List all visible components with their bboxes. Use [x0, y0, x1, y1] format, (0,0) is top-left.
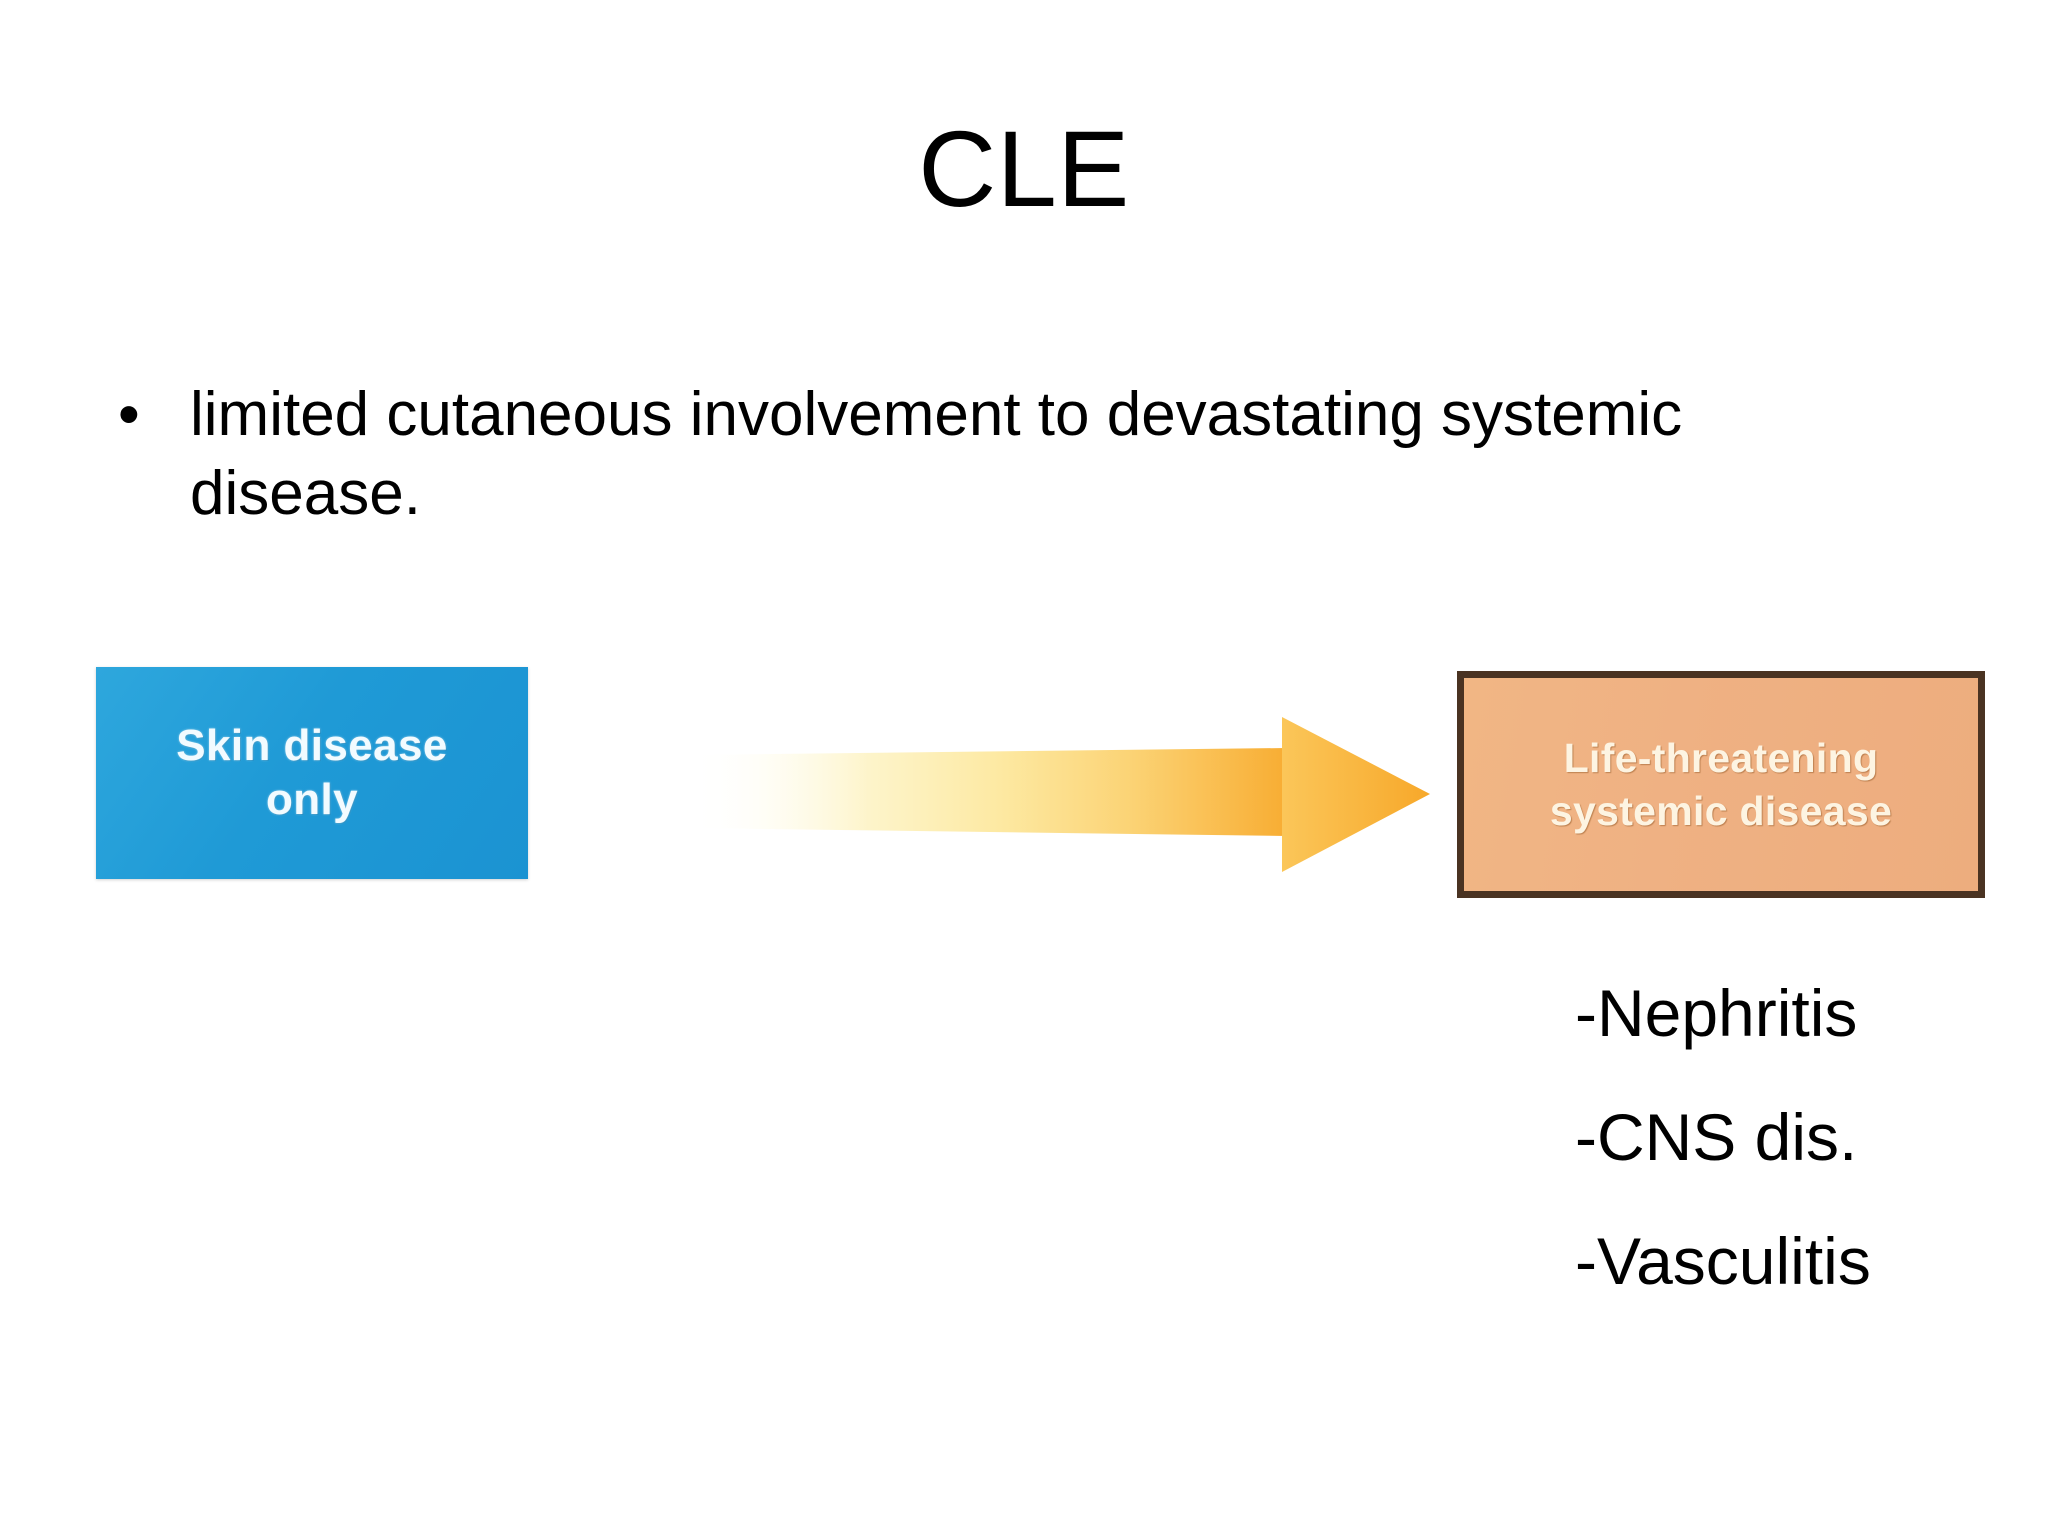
right-arrow-icon [690, 717, 1430, 872]
bullet-list: • limited cutaneous involvement to devas… [118, 375, 1818, 534]
consequence-item-nephritis: -Nephritis [1575, 976, 1858, 1050]
consequence-item-cns-dis: -CNS dis. [1575, 1100, 1858, 1174]
bullet-dot-icon: • [118, 380, 140, 449]
progression-arrow [690, 700, 1430, 885]
consequence-item-vasculitis: -Vasculitis [1575, 1224, 1871, 1298]
skin-disease-box-line-2: only [265, 775, 359, 824]
life-threatening-box-line-1: Life-threatening [1563, 735, 1879, 782]
consequence-list: -Nephritis -CNS dis. -Vasculitis [1575, 980, 2025, 1294]
list-item: • limited cutaneous involvement to devas… [118, 375, 1818, 534]
skin-disease-box-line-1: Skin disease [176, 721, 448, 771]
bullet-item-text: limited cutaneous involvement to devasta… [190, 380, 1683, 529]
page-title: CLE [918, 108, 1130, 229]
skin-disease-only-box: Skin disease only [96, 667, 528, 879]
life-threatening-box-line-2: systemic disease [1549, 787, 1893, 834]
life-threatening-systemic-disease-box: Life-threatening systemic disease [1457, 671, 1985, 898]
